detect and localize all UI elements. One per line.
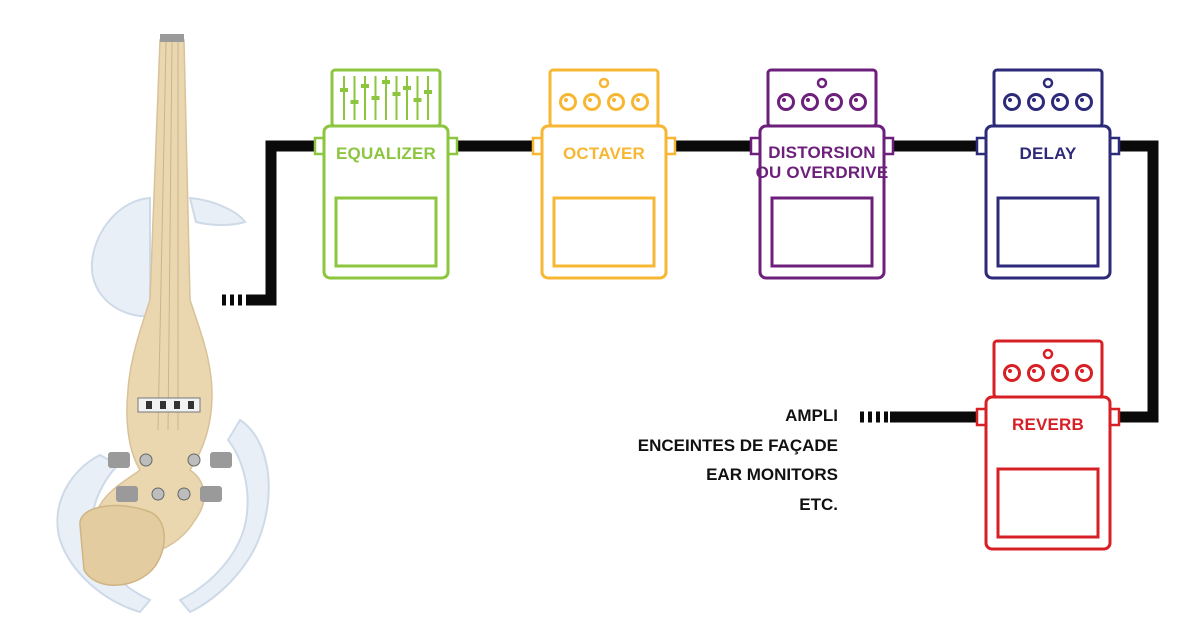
violin-frame-upper <box>90 196 151 317</box>
pedal-label-delay: DELAY <box>1019 144 1077 163</box>
violin-string <box>157 41 167 431</box>
violin-nut <box>160 34 184 42</box>
violin-frame-upper-right <box>188 196 247 226</box>
output-destinations: AMPLI ENCEINTES DE FAÇADE EAR MONITORS E… <box>638 406 838 514</box>
output-line-ampli: AMPLI <box>785 406 838 425</box>
tuner-peg <box>177 486 222 502</box>
pedal-label-distortion-line1: DISTORSION <box>768 143 875 162</box>
output-line-etc: ETC. <box>799 495 838 514</box>
knobs-icon <box>1003 77 1093 111</box>
footswitch-plate <box>552 196 656 268</box>
footswitch-plate <box>770 196 874 268</box>
pedal-delay: DELAY <box>975 68 1121 280</box>
pedal-octaver: OCTAVER <box>531 68 677 280</box>
tuner-peg <box>116 486 165 502</box>
footswitch-plate <box>996 196 1100 268</box>
pedal-equalizer: EQUALIZER <box>313 68 459 280</box>
knobs-icon <box>559 77 649 111</box>
tuner-peg <box>108 452 153 468</box>
fader-sliders-icon <box>340 76 432 120</box>
pedal-label-equalizer: EQUALIZER <box>336 144 436 163</box>
tuner-peg <box>187 452 232 468</box>
violin-frame-lower-left <box>56 453 152 614</box>
electric-violin-icon <box>56 34 270 614</box>
footswitch-plate <box>996 467 1100 539</box>
patch-cables <box>222 140 1159 423</box>
output-line-facade: ENCEINTES DE FAÇADE <box>638 436 838 455</box>
pedal-label-octaver: OCTAVER <box>563 144 645 163</box>
pedal-reverb: REVERB <box>975 339 1121 551</box>
output-line-monitors: EAR MONITORS <box>706 465 838 484</box>
violin-chinrest <box>79 504 165 586</box>
pedal-label-reverb: REVERB <box>1012 415 1084 434</box>
violin-bridge <box>137 397 201 413</box>
pedal-label-distortion-line2: OU OVERDRIVE <box>756 163 889 182</box>
violin-string <box>167 41 173 431</box>
cable-delay-reverb <box>1114 140 1159 423</box>
violin-frame-lower-right <box>178 418 270 614</box>
footswitch-plate <box>334 196 438 268</box>
knobs-icon <box>777 77 867 111</box>
input-cable <box>250 140 322 306</box>
knobs-icon <box>1003 348 1093 382</box>
